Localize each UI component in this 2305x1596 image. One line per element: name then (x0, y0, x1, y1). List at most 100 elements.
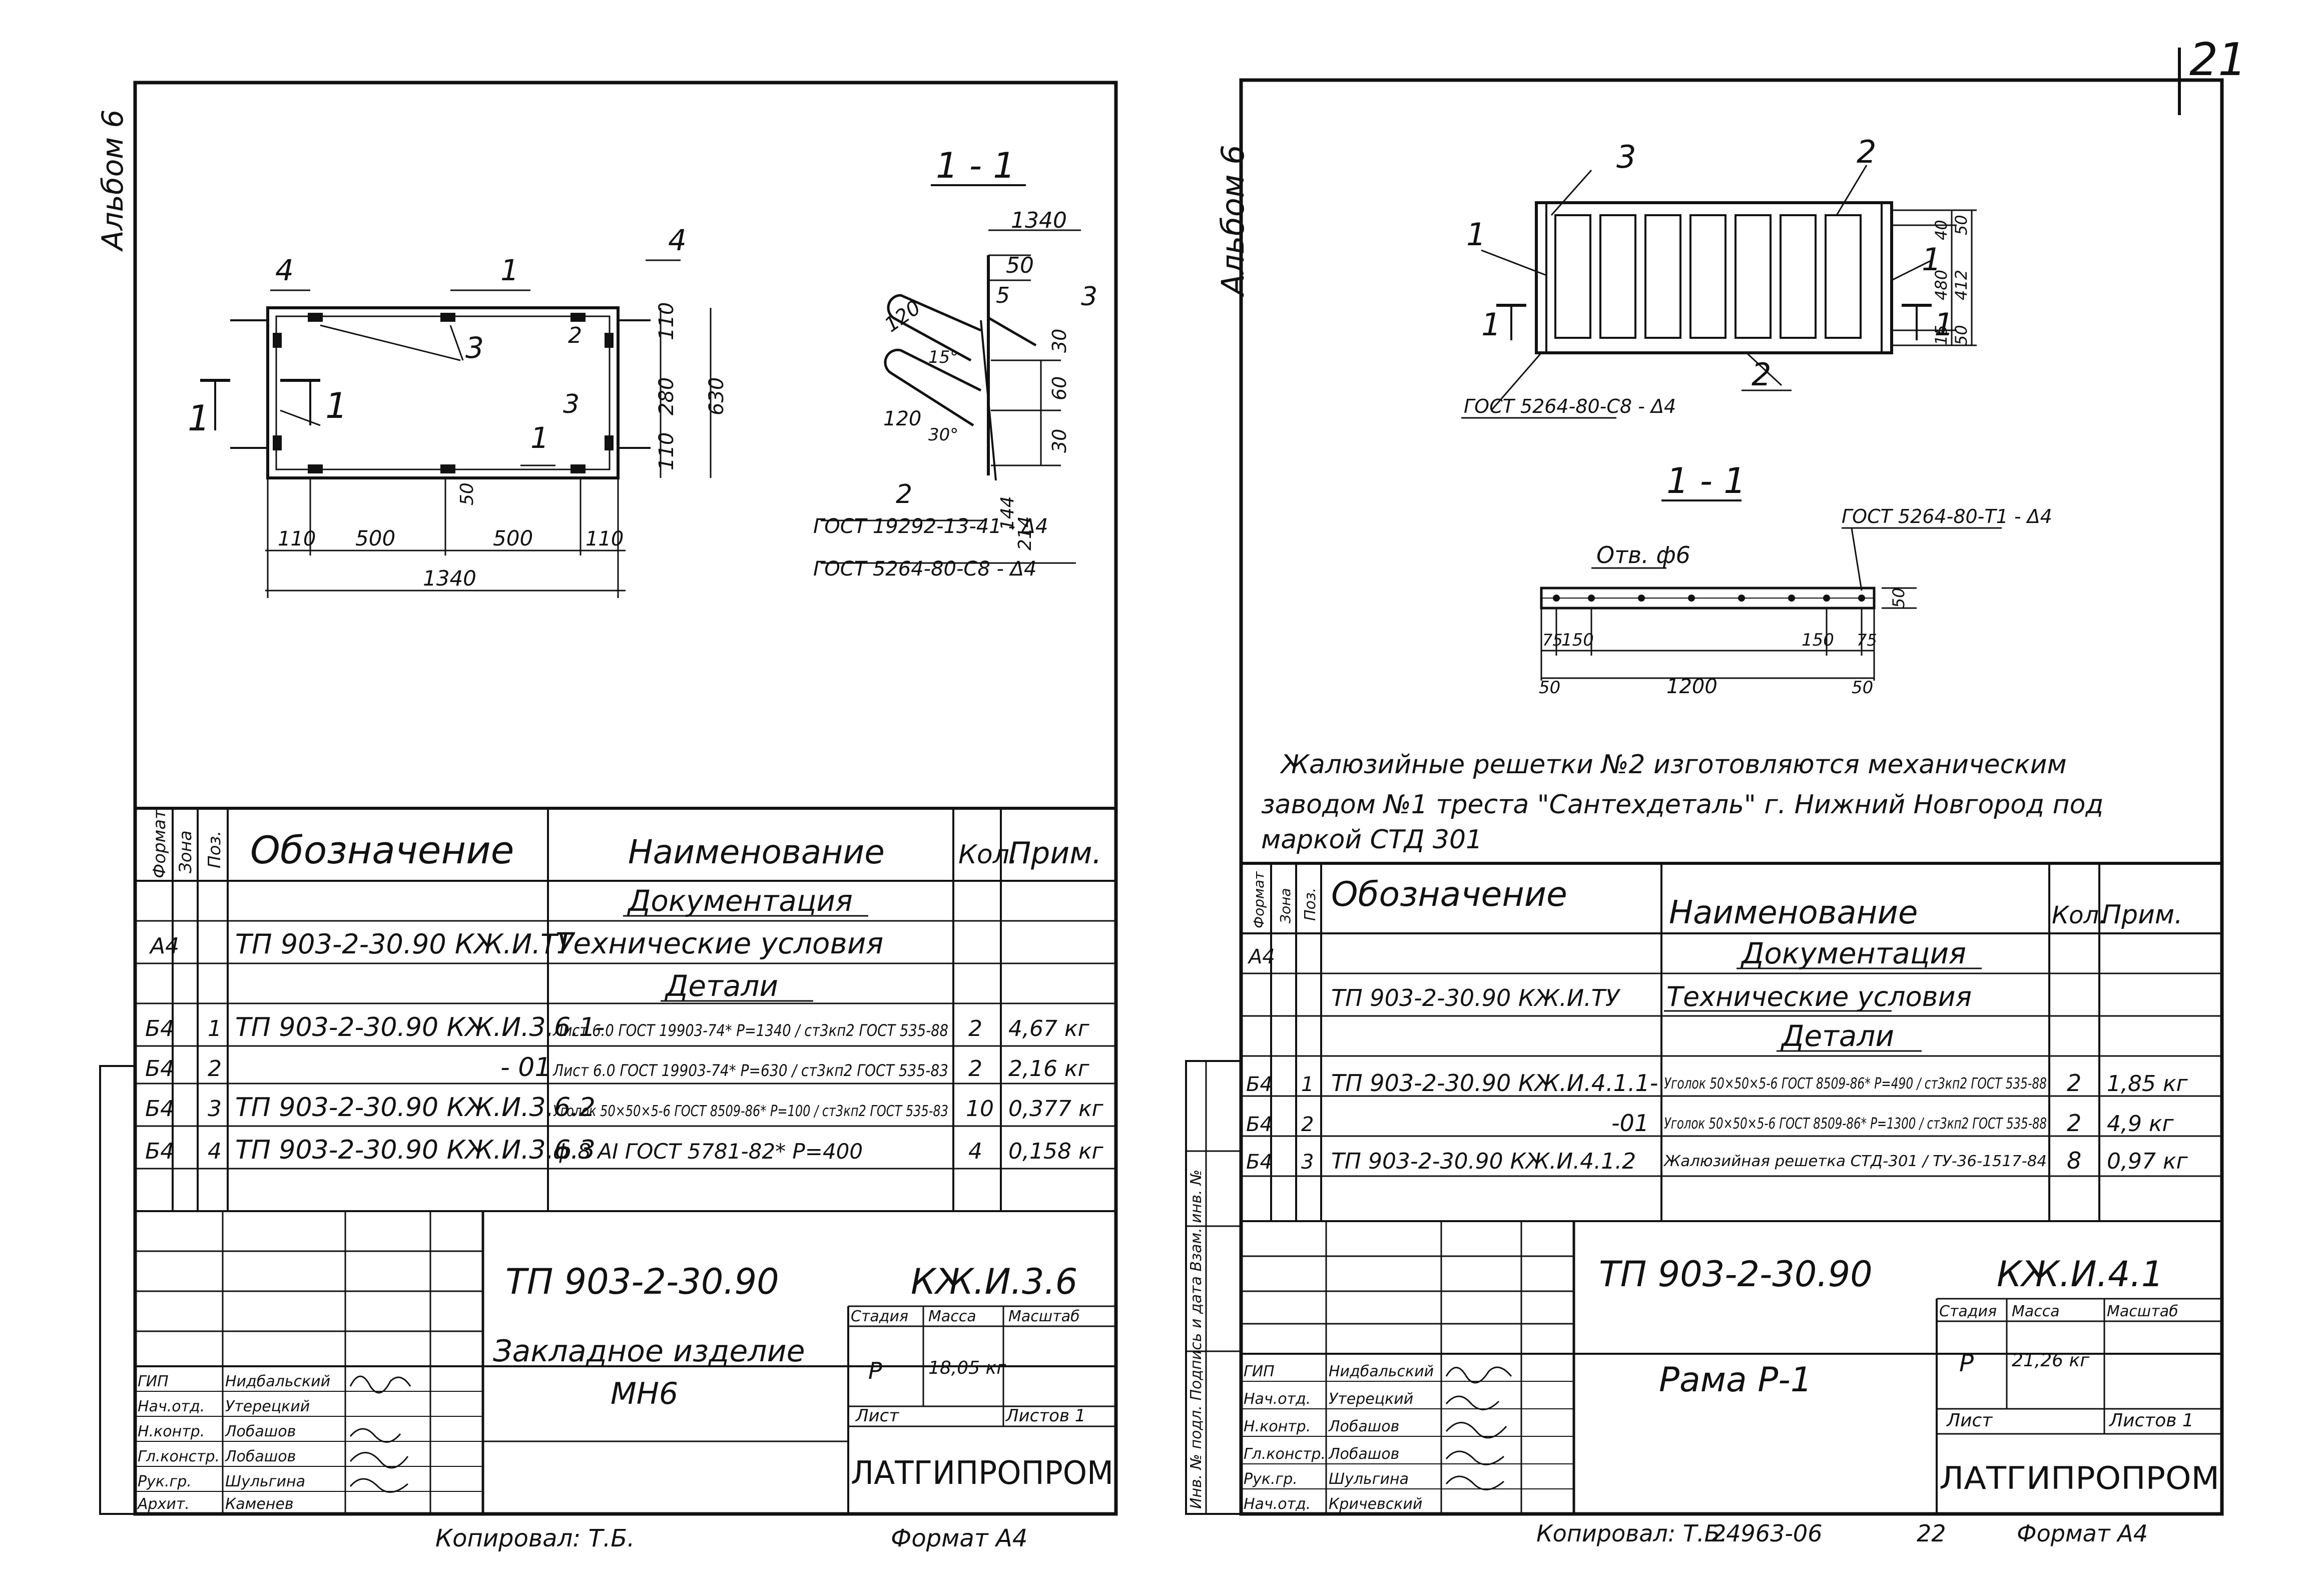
svg-text:Б4: Б4 (1246, 1113, 1273, 1136)
svg-text:Р: Р (868, 1357, 882, 1384)
left-gost-weld-2: ГОСТ 5264-80-С8 - Δ4 (813, 558, 1036, 581)
svg-text:30: 30 (1048, 329, 1070, 353)
svg-text:Нидбальский: Нидбальский (1329, 1363, 1434, 1380)
svg-text:Шульгина: Шульгина (1329, 1470, 1409, 1488)
left-spec-table: Формат Зона Поз. Обозначение Наименовани… (135, 807, 1116, 1212)
svg-text:Кричевский: Кричевский (1329, 1495, 1422, 1513)
svg-text:Каменев: Каменев (225, 1495, 294, 1513)
svg-text:3: 3 (1616, 139, 1636, 175)
svg-text:Б4: Б4 (145, 1139, 174, 1164)
svg-text:Р: Р (1959, 1349, 1974, 1377)
svg-text:110: 110 (278, 527, 316, 551)
svg-text:2: 2 (2067, 1110, 2081, 1137)
svg-text:маркой СТД 301: маркой СТД 301 (1261, 825, 1482, 855)
signature (1445, 1366, 1512, 1384)
svg-text:Нач.отд.: Нач.отд. (1244, 1495, 1311, 1513)
svg-text:1: 1 (1301, 1073, 1314, 1096)
svg-text:Уголок 50×50×5-6 ГОСТ 8509-86*: Уголок 50×50×5-6 ГОСТ 8509-86* Р=1300 / … (1664, 1115, 2047, 1133)
svg-text:1200: 1200 (1666, 675, 1717, 698)
svg-text:4,9 кг: 4,9 кг (2107, 1111, 2174, 1137)
svg-text:Лист 6.0 ГОСТ 19903-74* Р=630: Лист 6.0 ГОСТ 19903-74* Р=630 / ст3кп2 Г… (552, 1061, 948, 1080)
signature (1445, 1450, 1504, 1465)
svg-text:Лобашов: Лобашов (225, 1448, 296, 1465)
svg-text:1: 1 (1934, 306, 1954, 343)
svg-text:4: 4 (208, 1139, 222, 1164)
svg-text:Стадия: Стадия (851, 1308, 908, 1325)
svg-text:60: 60 (1048, 376, 1070, 400)
right-section-title: 1 - 1 (1666, 460, 1746, 501)
svg-text:Б4: Б4 (1246, 1151, 1273, 1174)
signature (1445, 1422, 1507, 1439)
left-th-note: Прим. (1008, 836, 1102, 871)
right-th-zone: Зона (1277, 888, 1294, 923)
svg-text:Б4: Б4 (145, 1096, 174, 1122)
left-stamp-sheet-code: КЖ.И.3.6 (911, 1261, 1077, 1302)
left-section-title: 1 - 1 (936, 145, 1015, 186)
svg-text:Масштаб: Масштаб (1008, 1308, 1080, 1325)
svg-text:280: 280 (655, 377, 678, 415)
svg-text:630: 630 (705, 377, 728, 415)
left-title-block: ТП 903-2-30.90 КЖ.И.3.6 Закладное издели… (99, 1065, 1116, 1515)
right-stamp-org: ЛАТГИПРОПРОМ (1939, 1460, 2219, 1496)
table-row: Документация (627, 884, 853, 918)
svg-text:Жалюзийные решетки №2 изготовл: Жалюзийные решетки №2 изготовляются меха… (1280, 750, 2067, 780)
svg-text:50: 50 (1952, 325, 1971, 345)
svg-text:30°: 30° (928, 425, 958, 445)
table-row: Детали (664, 969, 778, 1003)
right-gost-weld-sec: ГОСТ 5264-80-Т1 - Δ4 (1842, 505, 2052, 527)
svg-text:1,85 кг: 1,85 кг (2107, 1071, 2188, 1097)
left-th-zone: Зона (176, 830, 196, 873)
svg-text:110: 110 (655, 302, 678, 340)
left-pos-1a: 1 (500, 253, 519, 287)
svg-text:Нач.отд.: Нач.отд. (1244, 1390, 1311, 1408)
svg-text:2: 2 (968, 1016, 982, 1041)
svg-text:Н.контр.: Н.контр. (1244, 1418, 1311, 1435)
svg-text:30: 30 (1048, 429, 1070, 453)
svg-text:Листов 1: Листов 1 (1005, 1406, 1085, 1426)
table-row: ТП 903-2-30.90 КЖ.И.ТУ (1331, 984, 1621, 1011)
svg-text:75: 75 (1542, 631, 1563, 650)
svg-text:50: 50 (457, 482, 477, 505)
svg-text:50: 50 (1889, 588, 1908, 608)
svg-text:ГИП: ГИП (1244, 1363, 1275, 1380)
table-row: ТП 903-2-30.90 КЖ.И.4.1.1- (1331, 1070, 1658, 1097)
svg-text:Архит.: Архит. (137, 1495, 190, 1513)
signature (349, 1478, 408, 1493)
svg-text:2: 2 (896, 479, 912, 509)
left-th-qty: Кол. (958, 840, 1018, 870)
left-th-designation: Обозначение (250, 828, 514, 872)
svg-text:1: 1 (1481, 306, 1501, 343)
signature (1445, 1395, 1500, 1410)
page-number: 21 (2178, 34, 2247, 115)
svg-text:Жалюзийная решетка СТД-301 / Т: Жалюзийная решетка СТД-301 / ТУ-36-1517-… (1663, 1153, 2047, 1170)
svg-text:1: 1 (325, 385, 348, 426)
svg-text:Масштаб: Масштаб (2107, 1303, 2178, 1320)
right-th-format: Формат (1251, 871, 1267, 928)
svg-text:21,26 кг: 21,26 кг (2012, 1350, 2090, 1371)
svg-text:50: 50 (1539, 678, 1560, 698)
signature (349, 1452, 409, 1469)
right-section-1-1: 1 - 1 Отв. ф6 ГОСТ 5264-80-Т1 - Δ4 50 (1539, 460, 2052, 698)
svg-text:0,97 кг: 0,97 кг (2107, 1149, 2188, 1174)
svg-text:75: 75 (1857, 631, 1877, 650)
right-order-no: 24963-06 (1711, 1520, 1822, 1547)
svg-text:1340: 1340 (423, 566, 476, 591)
svg-text:Инв. № подл. Подпись и дата Вз: Инв. № подл. Подпись и дата Взам. инв. № (1188, 1170, 1205, 1509)
svg-text:3: 3 (208, 1096, 222, 1122)
table-row: ТП 903-2-30.90 КЖ.И.ТУ (235, 928, 575, 960)
table-row: ТП 903-2-30.90 КЖ.И.4.1.2 (1331, 1149, 1636, 1174)
svg-text:Б4: Б4 (145, 1056, 174, 1082)
svg-text:2: 2 (1301, 1113, 1314, 1136)
svg-text:1: 1 (188, 398, 210, 439)
svg-text:500: 500 (493, 526, 533, 551)
table-row: ТП 903-2-30.90 КЖ.И.3.6.1- (235, 1012, 605, 1042)
right-sheet: Альбом 6 40 480 15 50 412 50 (1185, 78, 2224, 1547)
right-th-qty: Кол. (2052, 901, 2106, 929)
svg-text:3: 3 (1301, 1151, 1314, 1174)
right-th-pos: Поз. (1302, 888, 1319, 921)
left-format-label: Формат А4 (891, 1524, 1027, 1552)
right-th-designation: Обозначение (1331, 875, 1567, 914)
left-plate-drawing: 1 1 4 1 4 3 2 3 1 110 500 500 110 1340 (188, 223, 728, 598)
right-th-note: Прим. (2102, 900, 2183, 930)
svg-text:50: 50 (1006, 253, 1034, 278)
